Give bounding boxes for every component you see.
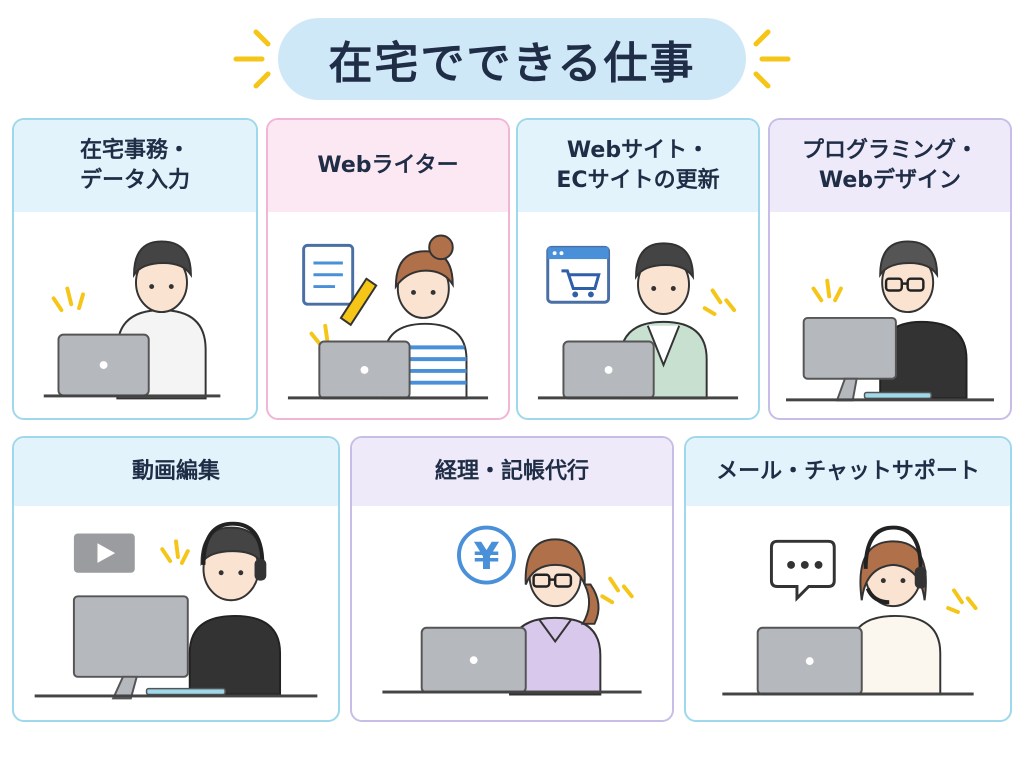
card-header: Webライター bbox=[268, 120, 508, 212]
page-title: 在宅でできる仕事 bbox=[328, 38, 696, 89]
job-card-programming-design: プログラミング・ Webデザイン bbox=[768, 118, 1012, 420]
job-card-accounting: 経理・記帳代行 ¥ bbox=[350, 436, 674, 722]
card-label: Webサイト・ ECサイトの更新 bbox=[556, 138, 720, 193]
sparkle-icon bbox=[811, 278, 843, 303]
glasses-icon bbox=[532, 573, 573, 588]
sparkle-rays-icon bbox=[753, 29, 791, 89]
illustration-person-laptop bbox=[14, 212, 256, 418]
illustration-person-laptop: ¥ bbox=[352, 506, 672, 720]
document-pencil-icon bbox=[302, 243, 378, 327]
job-card-office-data-entry: 在宅事務・ データ入力 bbox=[12, 118, 258, 420]
sparkle-icon bbox=[51, 286, 85, 313]
card-header: 在宅事務・ データ入力 bbox=[14, 120, 256, 212]
card-label: Webライター bbox=[317, 153, 459, 179]
shopping-cart-window-icon bbox=[546, 245, 611, 304]
headset-icon bbox=[863, 525, 923, 605]
video-play-icon bbox=[73, 533, 135, 573]
card-header: Webサイト・ ECサイトの更新 bbox=[518, 120, 758, 212]
card-label: 動画編集 bbox=[131, 459, 220, 485]
job-card-support: メール・チャットサポート bbox=[684, 436, 1012, 722]
sparkle-icon bbox=[160, 539, 190, 565]
job-card-web-writer: Webライター bbox=[266, 118, 510, 420]
illustration-person-laptop bbox=[518, 212, 758, 418]
card-header: 動画編集 bbox=[14, 438, 338, 506]
sparkle-icon bbox=[600, 576, 634, 605]
card-label: 経理・記帳代行 bbox=[434, 459, 589, 485]
glasses-icon bbox=[884, 277, 925, 292]
card-header: プログラミング・ Webデザイン bbox=[770, 120, 1010, 212]
yen-symbol: ¥ bbox=[474, 534, 500, 578]
illustration-person-monitor bbox=[770, 212, 1010, 418]
card-header: メール・チャットサポート bbox=[686, 438, 1010, 506]
card-label: メール・チャットサポート bbox=[716, 459, 980, 485]
card-header: 経理・記帳代行 bbox=[352, 438, 672, 506]
sparkle-icon bbox=[702, 288, 737, 316]
job-card-website-update: Webサイト・ ECサイトの更新 bbox=[516, 118, 760, 420]
chat-bubble-icon bbox=[769, 539, 836, 602]
header: 在宅でできる仕事 bbox=[0, 0, 1024, 112]
sparkle-rays-icon bbox=[233, 29, 271, 89]
illustration-person-monitor bbox=[14, 506, 338, 720]
illustration-person-laptop bbox=[268, 212, 508, 418]
sparkle-icon bbox=[309, 323, 330, 346]
sparkle-icon bbox=[946, 588, 978, 614]
yen-icon: ¥ bbox=[457, 525, 516, 585]
job-card-video-editing: 動画編集 bbox=[12, 436, 340, 722]
card-label: プログラミング・ Webデザイン bbox=[801, 138, 978, 193]
headset-icon bbox=[201, 521, 265, 565]
card-label: 在宅事務・ データ入力 bbox=[79, 138, 190, 193]
title-pill: 在宅でできる仕事 bbox=[278, 18, 746, 100]
illustration-person-laptop bbox=[686, 506, 1010, 720]
